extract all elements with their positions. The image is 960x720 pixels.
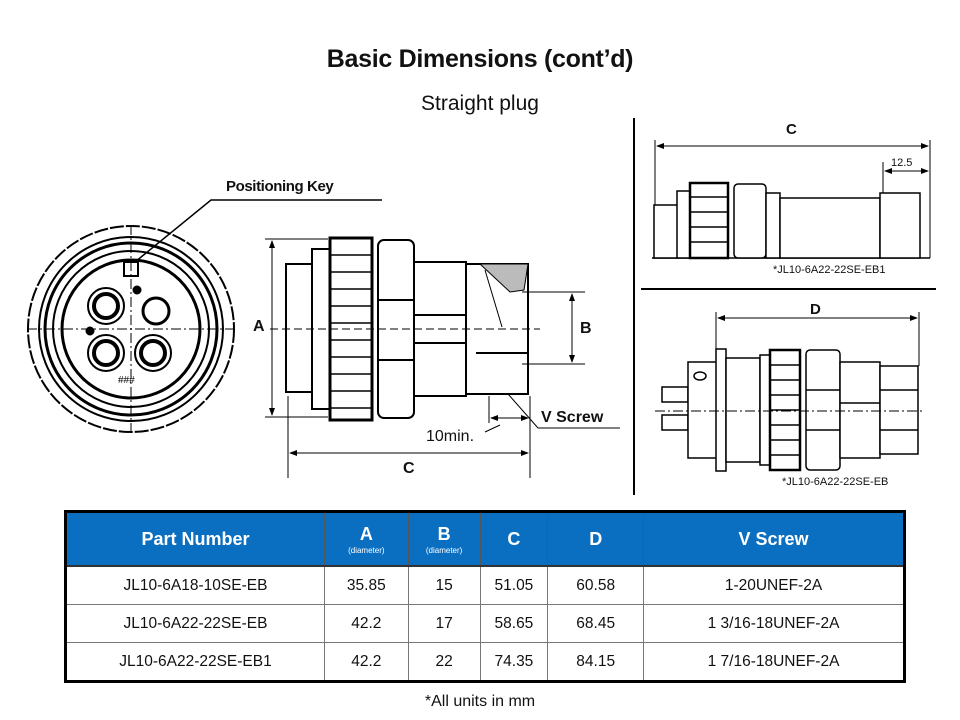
header-c: C [479, 511, 548, 567]
cell-v-screw: 1 7/16-18UNEF-2A [643, 642, 905, 682]
cell-c: 74.35 [479, 642, 549, 682]
dimension-a [265, 238, 328, 418]
cell-d: 60.58 [547, 565, 645, 605]
dimension-b [522, 291, 585, 365]
cell-a: 42.2 [323, 642, 409, 682]
cell-b: 22 [407, 642, 481, 682]
table-row: JL10-6A18-10SE-EB 35.85 15 51.05 60.58 1… [65, 565, 905, 605]
cell-a: 42.2 [323, 604, 409, 643]
cell-v-screw: 1 3/16-18UNEF-2A [643, 604, 905, 643]
svg-text:###: ### [118, 375, 135, 386]
cell-part-number: JL10-6A22-22SE-EB1 [65, 642, 325, 682]
dimension-d [715, 312, 920, 366]
table-row: JL10-6A22-22SE-EB1 42.2 22 74.35 84.15 1… [65, 642, 905, 682]
side-view-eb1 [652, 181, 930, 260]
ten-min-label: 10min. [426, 428, 475, 445]
v-screw-label: V Screw [541, 409, 604, 426]
dimension-c-label: C [403, 460, 415, 477]
dimension-c-eb1 [654, 140, 931, 258]
cell-c: 51.05 [479, 565, 549, 605]
header-a: A(diameter) [323, 511, 409, 567]
caption-eb1: *JL10-6A22-22SE-EB1 [773, 264, 886, 276]
dimension-b-label: B [580, 320, 592, 337]
units-footnote: *All units in mm [424, 693, 536, 710]
dimension-a-label: A [253, 318, 265, 335]
positioning-key-leader [134, 199, 382, 263]
dimension-c [287, 393, 620, 478]
cell-d: 68.45 [547, 604, 645, 643]
page-subtitle: Straight plug [421, 92, 539, 115]
header-part-number: Part Number [65, 511, 325, 567]
cell-c: 58.65 [479, 604, 549, 643]
cell-b: 17 [407, 604, 481, 643]
header-b-sub: (diameter) [425, 545, 463, 555]
caption-eb: *JL10-6A22-22SE-EB [782, 476, 889, 488]
header-a-sub: (diameter) [348, 545, 385, 555]
front-face-view: ### [27, 225, 235, 435]
header-d: D [547, 511, 644, 567]
table-header-row: Part Number A(diameter) B(diameter) C D … [65, 511, 905, 567]
dimension-12-5-label: 12.5 [891, 157, 913, 169]
dimension-d-label: D [810, 301, 821, 318]
header-v-screw: V Screw [643, 511, 905, 567]
cell-d: 84.15 [547, 642, 645, 682]
page-title: Basic Dimensions (cont’d) [326, 45, 634, 73]
cell-b: 15 [407, 565, 481, 605]
side-view-eb [661, 348, 919, 472]
cell-part-number: JL10-6A18-10SE-EB [65, 565, 325, 605]
table-row: JL10-6A22-22SE-EB 42.2 17 58.65 68.45 1 … [65, 604, 905, 643]
cell-part-number: JL10-6A22-22SE-EB [65, 604, 325, 643]
cell-v-screw: 1-20UNEF-2A [643, 565, 905, 605]
cell-a: 35.85 [323, 565, 409, 605]
header-b: B(diameter) [407, 511, 480, 567]
positioning-key-label: Positioning Key [226, 178, 334, 195]
dimension-c-eb1-label: C [786, 121, 797, 138]
dimensions-table: Part Number A(diameter) B(diameter) C D … [64, 510, 906, 683]
